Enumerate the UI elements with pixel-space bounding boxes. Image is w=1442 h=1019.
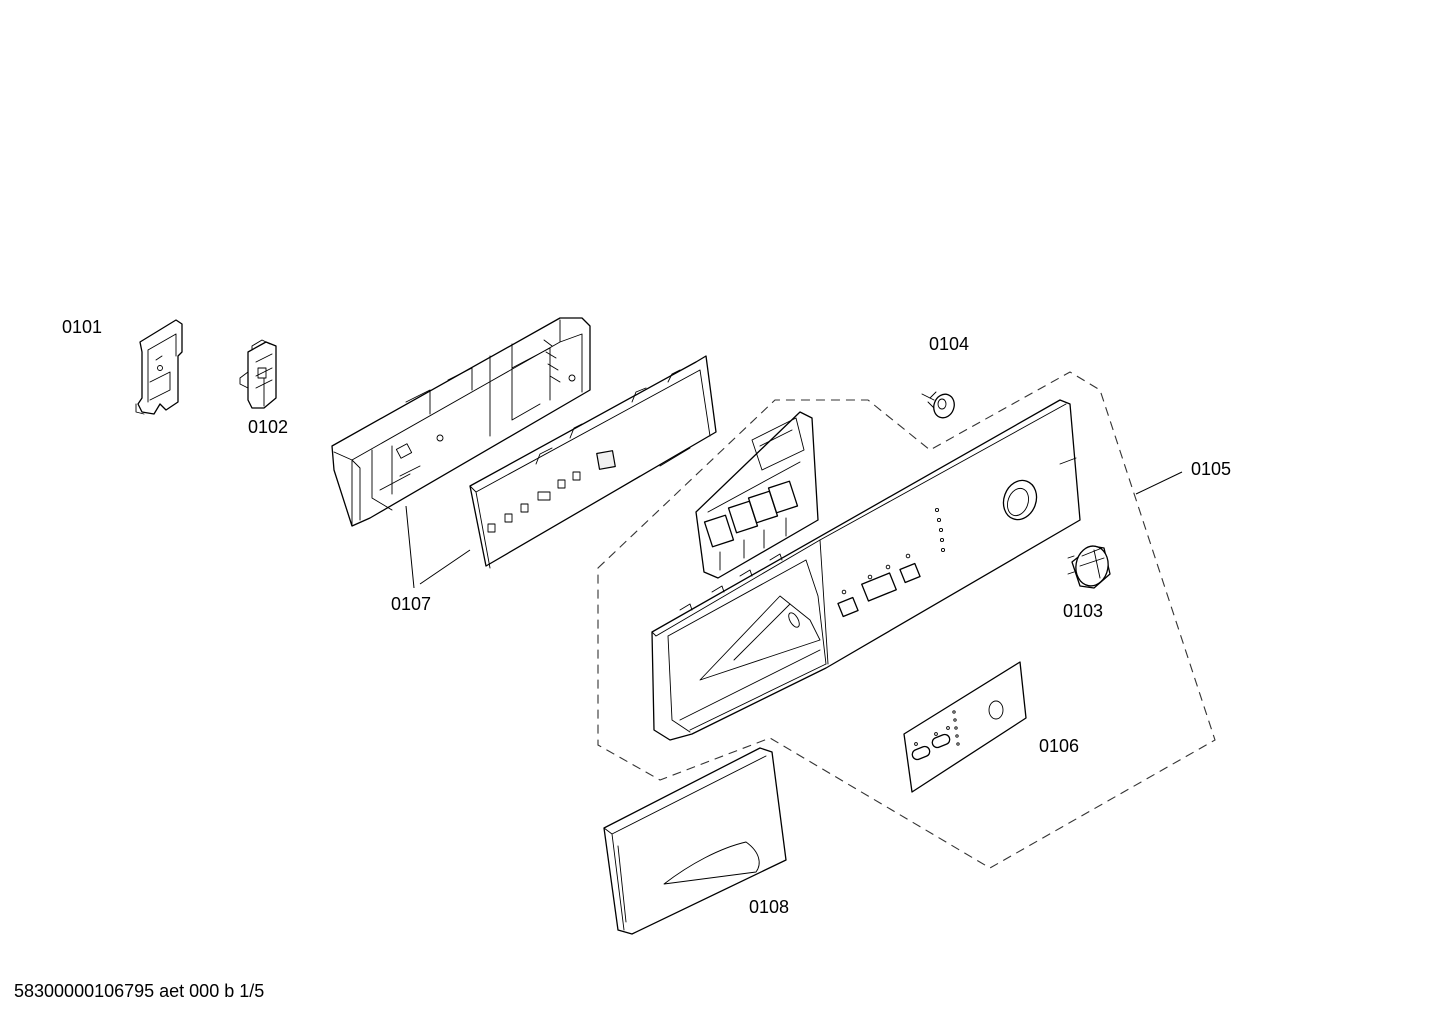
button-carrier[interactable] (695, 411, 819, 579)
part-0103-rotary-knob[interactable] (1067, 544, 1111, 589)
part-0108-drawer-front[interactable] (603, 747, 787, 935)
label-0107: 0107 (391, 594, 432, 614)
label-0102: 0102 (248, 417, 289, 437)
assembly-boundary-dashed (597, 371, 1216, 869)
part-0101-bracket[interactable] (135, 319, 183, 415)
part-0107-carrier-frame[interactable] (331, 317, 591, 527)
label-0108: 0108 (749, 897, 790, 917)
part-0104-knob-shaft[interactable] (921, 391, 958, 420)
part-0105-fascia-panel[interactable] (651, 399, 1081, 741)
part-0107-plate[interactable] (469, 355, 717, 569)
part-0102-latch[interactable] (239, 339, 277, 409)
label-0106: 0106 (1039, 736, 1080, 756)
leader-0107 (405, 505, 471, 589)
label-0105: 0105 (1191, 459, 1232, 479)
part-0106-overlay-plate[interactable] (903, 661, 1027, 793)
label-0103: 0103 (1063, 601, 1104, 621)
leader-0105 (1135, 471, 1183, 495)
label-0101: 0101 (62, 317, 103, 337)
label-0104: 0104 (929, 334, 970, 354)
drawing-code: 58300000106795 aet 000 b 1/5 (14, 981, 265, 1001)
